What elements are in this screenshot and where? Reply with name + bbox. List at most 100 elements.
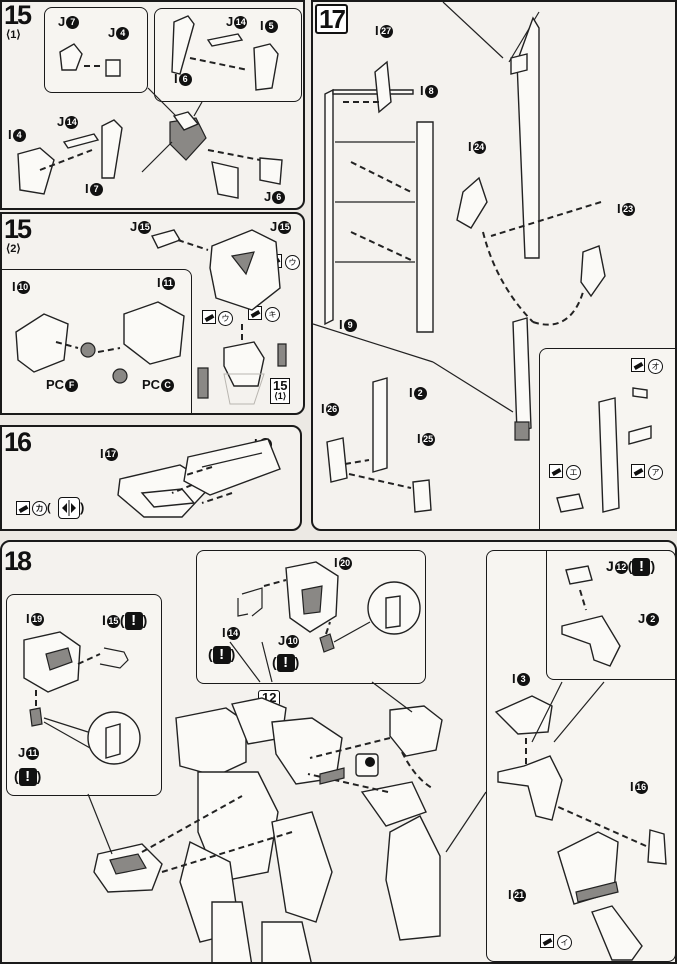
label-letter: I bbox=[222, 625, 226, 640]
step-18-number: 18 bbox=[4, 546, 32, 576]
label-number: 12 bbox=[614, 561, 628, 575]
label-letter: I bbox=[100, 446, 104, 461]
label-number: 17 bbox=[104, 448, 118, 462]
label-number: 10 bbox=[286, 635, 300, 649]
label-letter: J bbox=[57, 114, 65, 129]
label-number: 11 bbox=[161, 277, 175, 291]
label-letter: I bbox=[8, 127, 12, 142]
bracket-open: ( bbox=[47, 502, 51, 514]
label-letter: I bbox=[417, 431, 421, 446]
ref-sub: ⟨1⟩ bbox=[274, 391, 287, 401]
label-number: 25 bbox=[421, 433, 435, 447]
gate-mark-u: ウ bbox=[285, 255, 300, 270]
label-letter: J bbox=[606, 558, 614, 574]
label-letter: I bbox=[630, 779, 634, 794]
label-number: 2 bbox=[646, 613, 660, 627]
label-number: 2 bbox=[413, 387, 427, 401]
step-16-number: 16 bbox=[4, 427, 32, 457]
label-letter: I bbox=[375, 23, 379, 38]
label-letter: I bbox=[339, 317, 343, 332]
label-number: 6 bbox=[272, 191, 286, 205]
bracket-close: ) bbox=[230, 646, 236, 662]
step-16-panel: 16 I17 I18 カ( ) bbox=[0, 425, 302, 531]
label-number: 7 bbox=[66, 16, 80, 30]
step-15-2-substep: ⟨2⟩ bbox=[6, 243, 21, 255]
label-number: 11 bbox=[26, 747, 40, 761]
label-letter: J bbox=[278, 633, 286, 648]
label-number: 15 bbox=[106, 615, 120, 629]
step-15-2-drawing bbox=[15, 229, 287, 405]
gate-mark-e: エ bbox=[566, 465, 581, 480]
cut-mark-icon bbox=[631, 464, 645, 478]
cut-mark-icon bbox=[16, 501, 30, 515]
label-letter: I bbox=[157, 275, 161, 290]
label-letter: J bbox=[130, 219, 138, 234]
warning-j10: (!) bbox=[272, 652, 299, 673]
label-letter: I bbox=[468, 139, 472, 154]
label-letter: J bbox=[270, 219, 278, 234]
label-number: 26 bbox=[325, 403, 339, 417]
label-letter: I bbox=[334, 555, 338, 570]
step-18-drawing bbox=[23, 561, 667, 962]
label-letter: I bbox=[260, 18, 264, 33]
reference-step-15-1: 15⟨1⟩ bbox=[270, 378, 291, 404]
gate-mark-letter: カ bbox=[32, 501, 47, 516]
label-number: 15 bbox=[278, 221, 292, 235]
label-letter: J bbox=[264, 189, 272, 204]
bracket-open: ( bbox=[272, 654, 277, 670]
label-number: 7 bbox=[89, 183, 103, 197]
cut-mark-icon bbox=[631, 358, 645, 372]
label-letter: I bbox=[102, 612, 106, 628]
label-number: 6 bbox=[178, 73, 192, 87]
label-letter: I bbox=[174, 71, 178, 86]
label-letter: I bbox=[508, 887, 512, 902]
label-number: 8 bbox=[424, 85, 438, 99]
label-letter: I bbox=[512, 671, 516, 686]
bracket-open: ( bbox=[119, 612, 125, 628]
label-letter: J bbox=[58, 14, 66, 29]
label-letter: I bbox=[617, 201, 621, 216]
step-15-2-number: 15 bbox=[4, 214, 32, 244]
label-letter: J bbox=[108, 25, 116, 40]
label-number: 10 bbox=[16, 281, 30, 295]
label-letter: I bbox=[12, 279, 16, 294]
cut-mark-icon bbox=[549, 464, 563, 478]
warning-icon: ! bbox=[18, 768, 37, 787]
gate-mark-i: イ bbox=[557, 935, 572, 950]
warning-icon: ! bbox=[124, 612, 143, 631]
label-letter: PC bbox=[46, 377, 65, 392]
gate-mark-u: ウ bbox=[218, 311, 233, 326]
label-number: 9 bbox=[343, 319, 357, 333]
label-number: 15 bbox=[138, 221, 152, 235]
label-number: 4 bbox=[12, 129, 26, 143]
label-letter: I bbox=[85, 181, 89, 196]
bracket-close: ) bbox=[650, 558, 656, 574]
bracket-open: ( bbox=[627, 558, 633, 574]
step-17-number: 17 bbox=[315, 4, 348, 34]
label-letter: J bbox=[638, 611, 646, 626]
